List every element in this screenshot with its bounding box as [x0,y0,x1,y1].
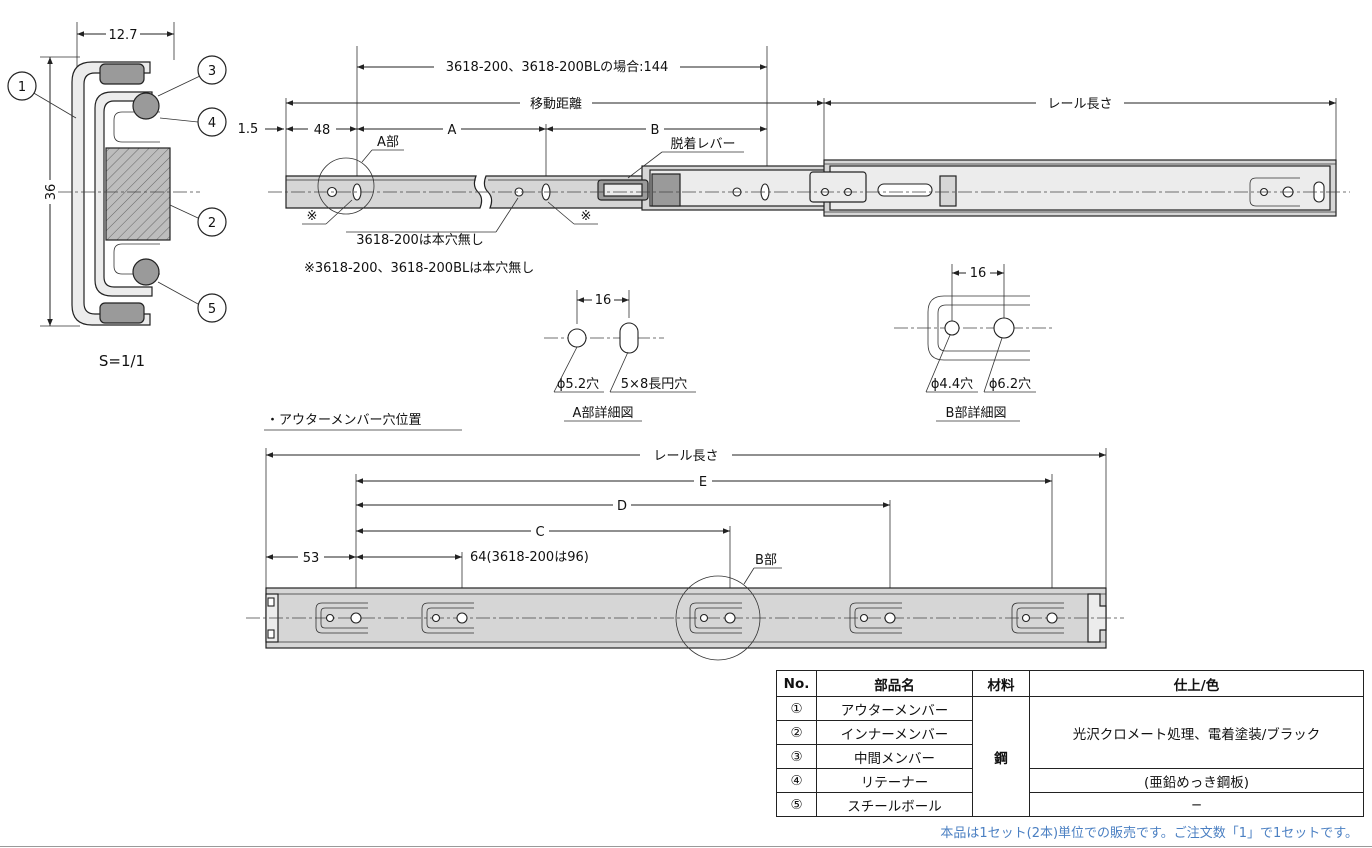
scale-label: S=1/1 [99,352,145,370]
parts-table: No. 部品名 材料 仕上/色 ① アウターメンバー 鋼 光沢クロメート処理、電… [776,670,1364,817]
rail-length-top: レール長さ [1047,97,1112,112]
detail-b-ref: B部 [755,553,777,568]
bracket [421,602,474,634]
row-no: ⑤ [776,792,817,817]
bracket [315,602,368,634]
svg-text:4: 4 [208,116,216,131]
dim-b: B [651,123,660,138]
header-material: 材料 [972,670,1030,697]
callout-3: 3 [157,55,227,97]
bracket [1011,602,1064,634]
row-name: 中間メンバー [816,744,973,769]
release-lever-label: 脱着レバー [670,136,735,152]
table-row: ② インナーメンバー [776,720,1364,745]
row-no: ④ [776,768,817,793]
height-dimension: 36 [44,184,59,201]
row-name: アウターメンバー [816,696,973,721]
footnote: ※3618-200、3618-200BLは本穴無し [304,261,534,276]
rail-length-bottom: レール長さ [653,449,718,464]
finish-ball-cell: − [1029,792,1364,817]
bracket [849,602,902,634]
svg-text:3: 3 [208,64,216,79]
detail-a-ref: A部 [377,135,399,150]
callout-2: 2 [169,204,227,237]
side-view: 3618-200、3618-200BLの場合:144 移動距離 レール長さ 1.… [238,46,1350,276]
mount-brackets [315,602,1064,634]
dim-144: 3618-200、3618-200BLの場合:144 [446,60,669,75]
row-no: ② [776,720,817,745]
dim-48: 48 [314,123,331,138]
row-no: ① [776,696,817,721]
row-name: スチールボール [816,792,973,817]
table-row: ⑤ スチールボール − [776,792,1364,817]
row-name: リテーナー [816,768,973,793]
header-part-name: 部品名 [816,670,973,697]
outer-member-title: ・アウターメンバー穴位置 [266,413,421,428]
detail-b-small-hole: ϕ4.4穴 [931,377,973,392]
note-mark-right: ※ [581,209,592,224]
finish-retainer-cell: (亜鉛めっき鋼板) [1029,768,1364,793]
detail-a-slot-hole: 5×8長円穴 [621,377,687,392]
row-name: インナーメンバー [816,720,973,745]
cross-section: 12.7 36 1 2 [7,22,227,370]
width-dimension: 12.7 [109,28,138,43]
material-cell: 鋼 [972,696,1030,817]
note-mark-left: ※ [307,209,318,224]
svg-text:2: 2 [208,216,216,231]
dim-pitch: 64(3618-200は96) [470,550,589,565]
dim-a: A [448,123,457,138]
parts-table-header-row: No. 部品名 材料 仕上/色 [776,670,1364,697]
dim-d: D [617,499,627,514]
detail-b-title: B部詳細図 [946,405,1007,421]
detail-a-dim: 16 [595,293,612,308]
dim-1-5: 1.5 [238,122,259,137]
bottom-divider [0,846,1372,847]
dim-e: E [699,475,707,490]
row-no: ③ [776,744,817,769]
travel-distance: 移動距離 [530,97,582,112]
table-row: ① アウターメンバー 鋼 光沢クロメート処理、電着塗装/ブラック [776,696,1364,817]
outer-member-view: ・アウターメンバー穴位置 レール長さ E D C 53 64(3618-200は… [246,413,1124,661]
callout-4: 4 [159,107,227,137]
no-hole-note: 3618-200は本穴無し [356,233,484,248]
detail-a-round-hole: ϕ5.2穴 [557,377,599,392]
svg-text:5: 5 [208,302,216,317]
dim-c: C [535,525,544,540]
callout-1: 1 [7,71,77,119]
sales-note: 本品は1セット(2本)単位での販売です。ご注文数「1」で1セットです。 [940,826,1358,841]
detail-a-title: A部詳細図 [573,405,634,421]
svg-text:1: 1 [18,80,26,95]
bracket [689,602,742,634]
header-finish: 仕上/色 [1029,670,1364,697]
dim-53: 53 [303,551,320,566]
detail-b-large-hole: ϕ6.2穴 [989,377,1031,392]
header-no: No. [776,670,817,697]
finish-main-cell: 光沢クロメート処理、電着塗装/ブラック [1029,696,1364,769]
detail-a: 16 ϕ5.2穴 5×8長円穴 A部詳細図 [544,290,696,422]
detail-b-dim: 16 [970,266,987,281]
detail-b: 16 ϕ4.4穴 ϕ6.2穴 B部詳細図 [894,264,1052,422]
callout-5: 5 [157,281,227,323]
table-row: ④ リテーナー (亜鉛めっき鋼板) [776,768,1364,793]
